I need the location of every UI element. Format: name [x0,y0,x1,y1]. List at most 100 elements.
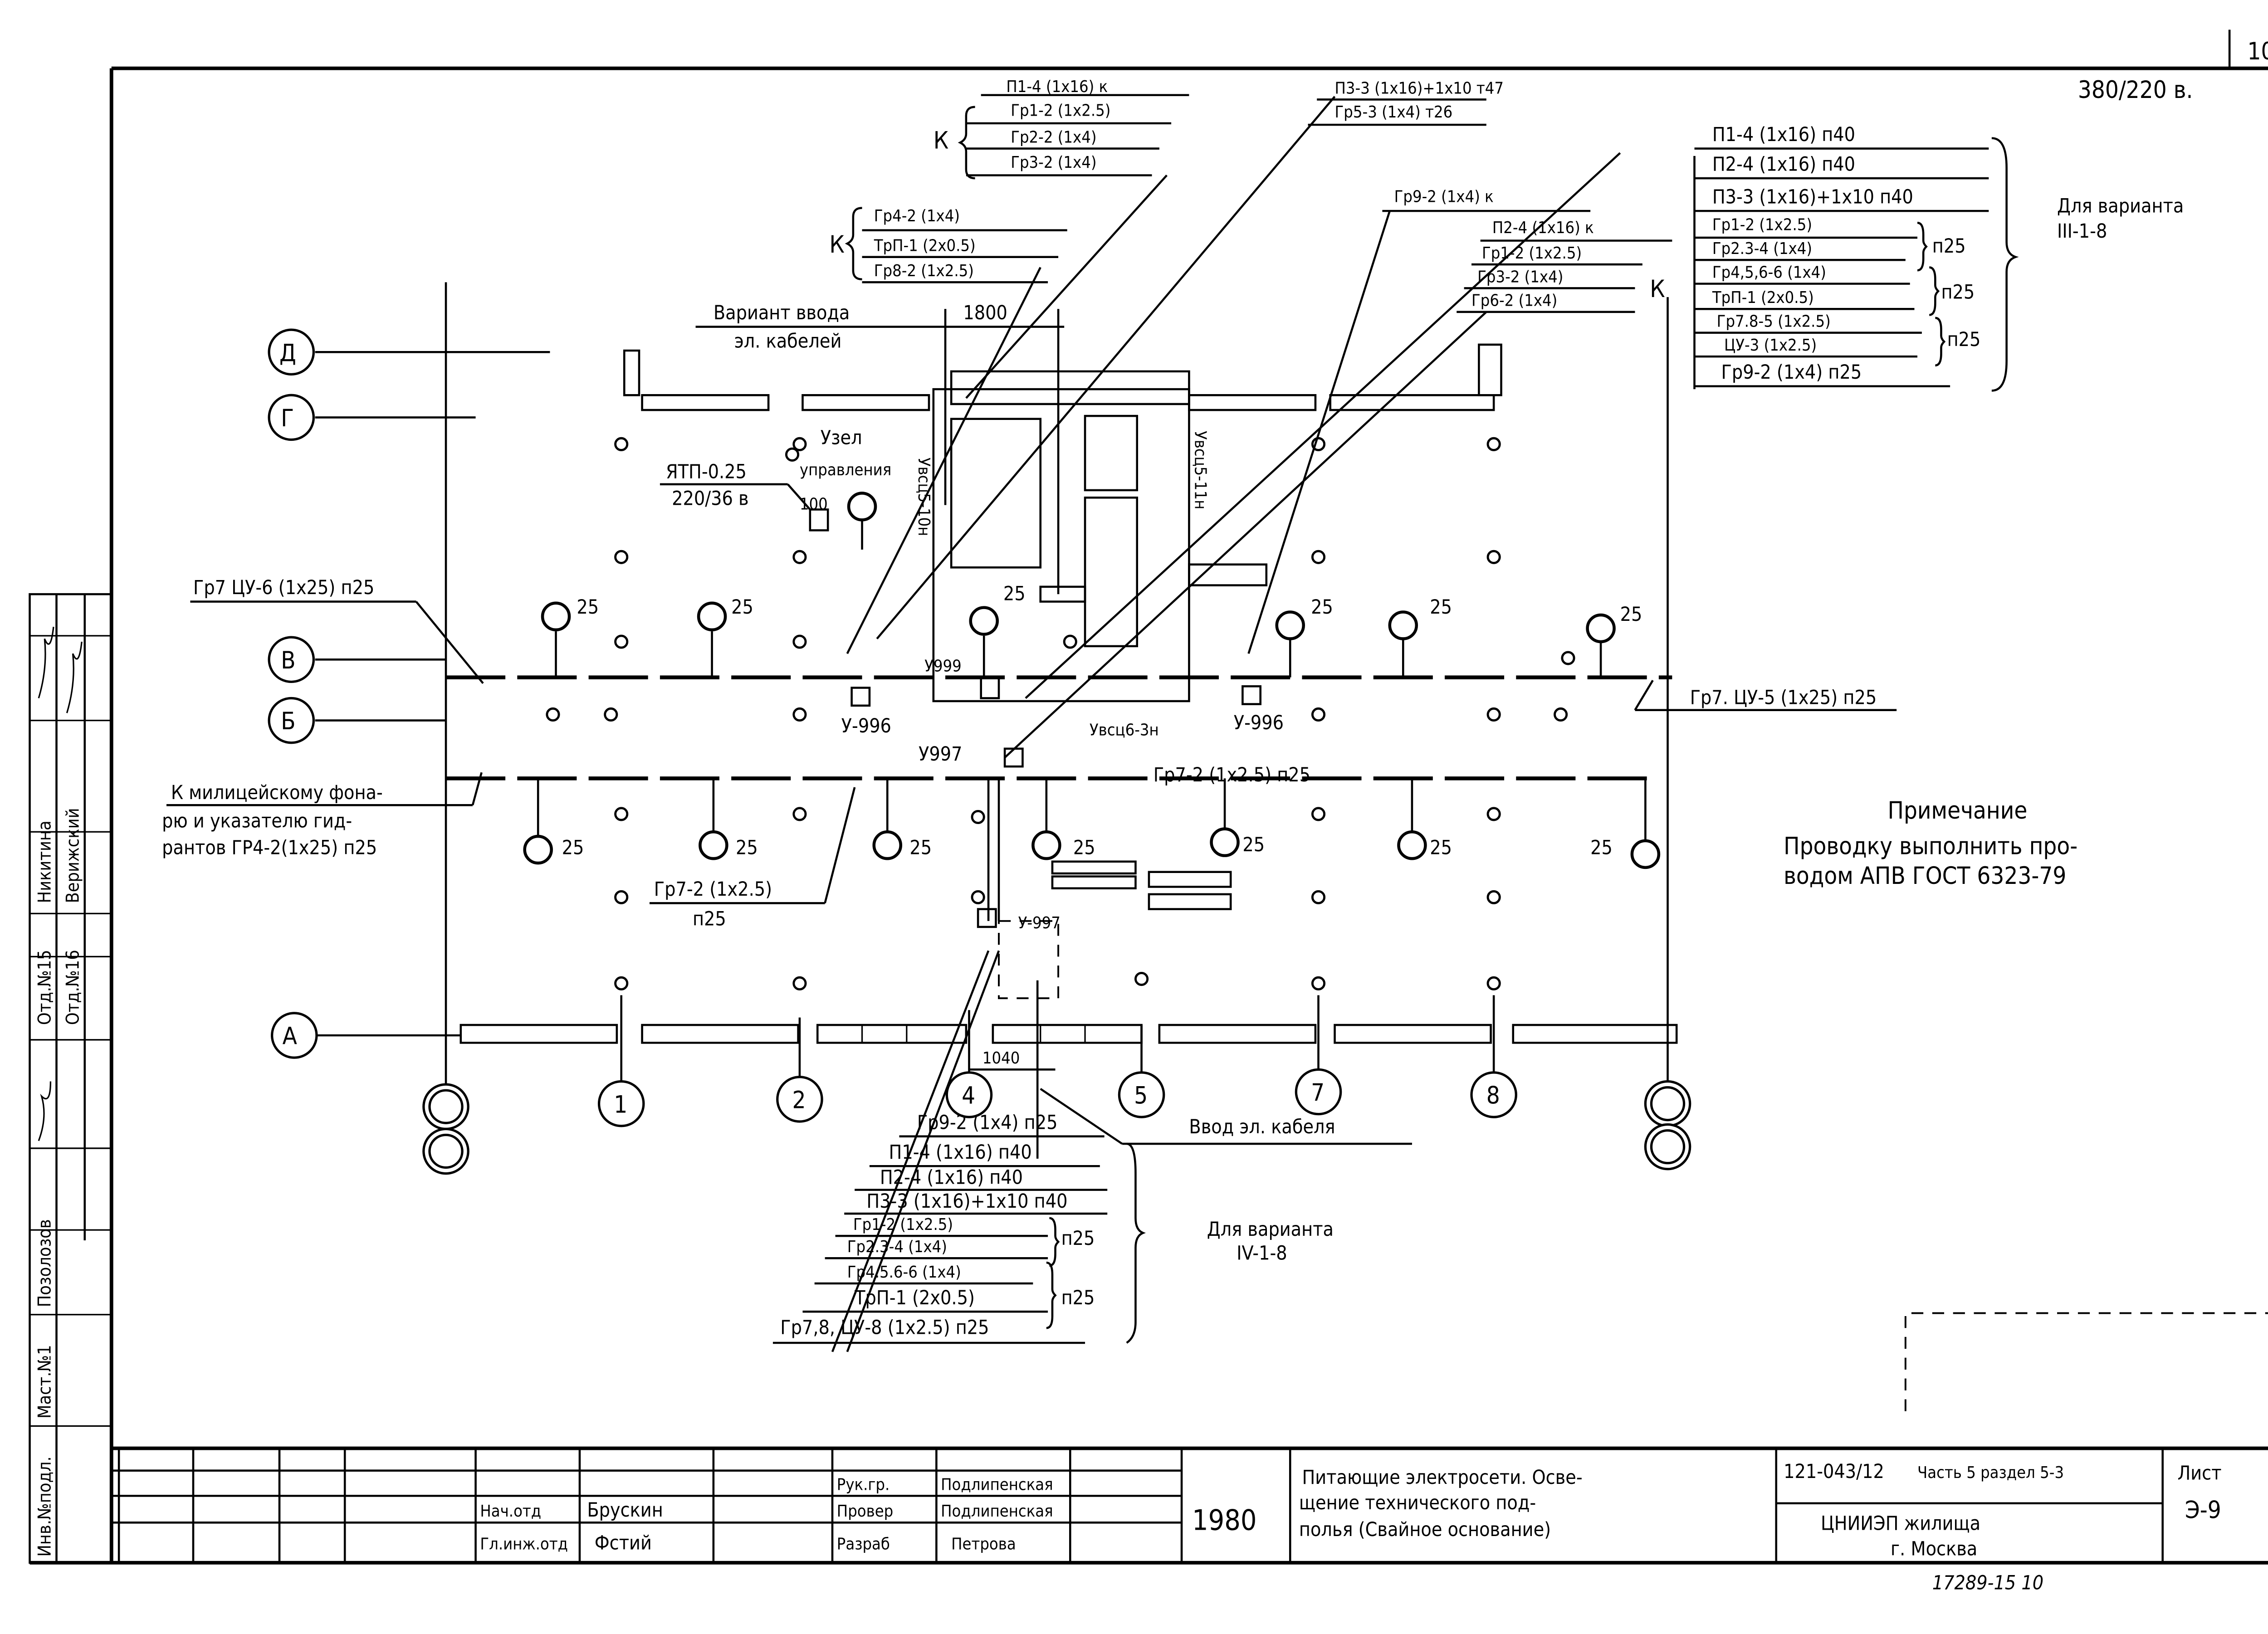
svg-text:Гр8-2 (1х2.5): Гр8-2 (1х2.5) [874,262,974,280]
variant-3-row: ЦУ-3 (1х2.5) [1724,336,1817,355]
svg-text:25: 25 [1242,834,1265,856]
role-label: Провер [837,1502,893,1521]
cable-entry-variant-line1: Вариант ввода [714,302,850,324]
lamp: 25 [969,582,1026,678]
svg-text:220/36 в: 220/36 в [672,488,749,510]
variant-3-group-label: п25 [1941,281,1975,303]
title-year: 1980 [1192,1504,1256,1537]
k-bracket-label: К [934,127,948,155]
stamp-mast-no: Маст.№1 [34,1345,55,1419]
variant-4-row: Гр4.5.6-6 (1х4) [847,1263,961,1282]
variant-3-caption-line2: III-1-8 [2057,220,2107,243]
junction-boxes: У-996 У999 У-996 У997 У-997 [841,657,1284,933]
organization: ЦНИИЭП жилища [1821,1512,1980,1535]
svg-text:рю и указателю гид-: рю и указателю гид- [162,810,352,832]
project-part: Часть 5 раздел 5-3 [1917,1463,2064,1482]
axis-label-d: Д [279,339,296,367]
variant-3-row: П1-4 (1х16) п40 [1712,123,1855,146]
variant-3-row: П2-4 (1х16) п40 [1712,153,1855,176]
stamp-dept-16: Отд.№16 [63,950,83,1025]
row-axis-markers: Д Г В Б А [268,328,318,1059]
lamp: 25 [523,778,584,865]
svg-text:ТрП-1 (2х0.5): ТрП-1 (2х0.5) [874,237,976,255]
junction-box-y999 [980,676,1000,699]
label-y997-b: У-997 [1018,914,1061,932]
axis-label-b: Б [281,707,295,735]
chief-name: Брускин [587,1499,663,1522]
top-k-table-1: П1-4 (1х16) к Гр1-2 (1х2.5) Гр2-2 (1х4) … [934,78,1189,180]
voltage-label: 380/220 в. [2078,76,2193,104]
axis-label-8: 8 [1486,1082,1500,1110]
svg-text:Гр6-2 (1х4): Гр6-2 (1х4) [1471,292,1557,310]
lamp-row-upper: 25 25 25 25 25 25 100 [541,492,1642,678]
variant-4-group-label: п25 [1061,1287,1095,1309]
svg-text:25: 25 [577,596,599,619]
svg-text:25: 25 [1590,836,1613,859]
pile-markers [546,437,1575,990]
svg-text:25: 25 [1311,596,1333,619]
variant-4-caption-line1: Для варианта [1207,1218,1334,1241]
svg-text:25: 25 [1620,603,1642,626]
svg-text:25: 25 [731,596,753,619]
svg-text:ЯТП-0.25: ЯТП-0.25 [666,461,747,483]
svg-text:К милицейскому фона-: К милицейскому фона- [171,781,383,804]
title-line2: щение технического под- [1299,1492,1536,1514]
axis-label-2: 2 [792,1086,806,1114]
gr7-cu6-label: Гр7 ЦУ-6 (1х25) п25 [193,576,374,599]
lamp-row-lower: 25 25 25 25 25 25 25 [523,778,1661,869]
svg-text:Гр3-2 (1х4): Гр3-2 (1х4) [1477,268,1563,286]
variant-3-row: Гр7.8-5 (1х2.5) [1717,312,1831,331]
sheet-corner-number: 10 [2247,38,2268,65]
k-bracket-label: К [829,231,844,259]
role-name: Подлипенская [941,1475,1053,1494]
riser-label-3: Увсц6-3н [1090,721,1159,739]
svg-text:рантов ГР4-2(1х25) п25: рантов ГР4-2(1х25) п25 [162,836,377,859]
svg-text:Гр9-2 (1х4) к: Гр9-2 (1х4) к [1394,187,1494,206]
left-stamp: Инв.№подл. Маст.№1 Позолозов Отд.№15 Ник… [29,593,113,1564]
svg-text:25: 25 [909,836,932,859]
gr7-2-left-sub: п25 [693,908,726,931]
lamp: 25 [1031,778,1095,860]
variant-4-row: Гр9-2 (1х4) п25 [917,1111,1058,1134]
variant-4-table: Гр9-2 (1х4) п25 П1-4 (1х16) п40 П2-4 (1х… [772,1111,1334,1344]
axis-label-7: 7 [1311,1079,1325,1107]
archive-number: 17289-15 10 [1932,1572,2043,1595]
stamp-name-2: Никитина [34,820,55,903]
axis-label-1: 1 [614,1091,627,1118]
axis-label-4: 4 [962,1082,975,1110]
svg-text:Гр2-2 (1х4): Гр2-2 (1х4) [1011,128,1096,146]
variant-4-row: Гр2.3-4 (1х4) [847,1238,947,1256]
variant-3-caption-line1: Для варианта [2057,195,2184,217]
k-bracket-label: К [1650,275,1665,303]
svg-text:Гр1-2 (1х2.5): Гр1-2 (1х2.5) [1011,101,1110,120]
variant-3-row: Гр9-2 (1х4) п25 [1721,361,1862,384]
svg-text:П3-3 (1х16)+1х10 т47: П3-3 (1х16)+1х10 т47 [1335,79,1504,98]
lamp: 25 [872,778,932,860]
role-label: Разраб [837,1535,890,1553]
gr7-2-left-label: Гр7-2 (1х2.5) [654,878,772,901]
label-y996-left: У-996 [841,715,891,737]
junction-box-y996-right [1242,685,1261,705]
svg-text:25: 25 [736,836,758,859]
gr7-cu5-label: Гр7. ЦУ-5 (1х25) п25 [1690,687,1877,709]
lamp: 25 [1210,778,1265,857]
svg-text:25: 25 [1073,836,1095,859]
stamp-name-1: Позолозов [34,1219,55,1307]
label-y997: У997 [919,743,962,766]
svg-text:25: 25 [562,836,584,859]
sheet-label: Лист [2177,1462,2221,1484]
police-lamp-label: К милицейскому фона- рю и указателю гид-… [162,772,483,859]
dimension-1040: 1040 [982,1049,1020,1068]
lamp: 25 [1388,596,1452,678]
lamp: 25 [699,778,758,860]
leader-lines [831,96,1621,1352]
svg-text:25: 25 [1430,836,1452,859]
lamp: 25 [1275,596,1333,678]
variant-3-row: П3-3 (1х16)+1х10 п40 [1712,186,1913,209]
stamp-inv-no: Инв.№подл. [34,1456,55,1556]
svg-text:Гр4-2 (1х4): Гр4-2 (1х4) [874,207,960,225]
city: г. Москва [1891,1537,1977,1560]
top-k-table-4: Гр9-2 (1х4) к П2-4 (1х16) к Гр1-2 (1х2.5… [1382,187,1672,313]
control-node-line1: Узел [821,426,862,449]
